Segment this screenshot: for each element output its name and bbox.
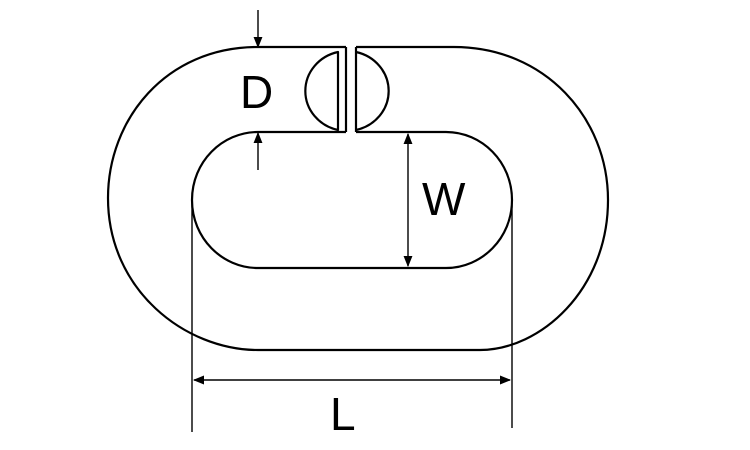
link-outer-left — [106, 45, 480, 352]
d-label: D — [240, 66, 273, 118]
wire-section-right — [355, 50, 390, 132]
l-label: L — [330, 388, 356, 440]
wire-section-left — [304, 50, 340, 132]
link-outer-right — [356, 45, 610, 352]
w-label: W — [422, 173, 466, 225]
